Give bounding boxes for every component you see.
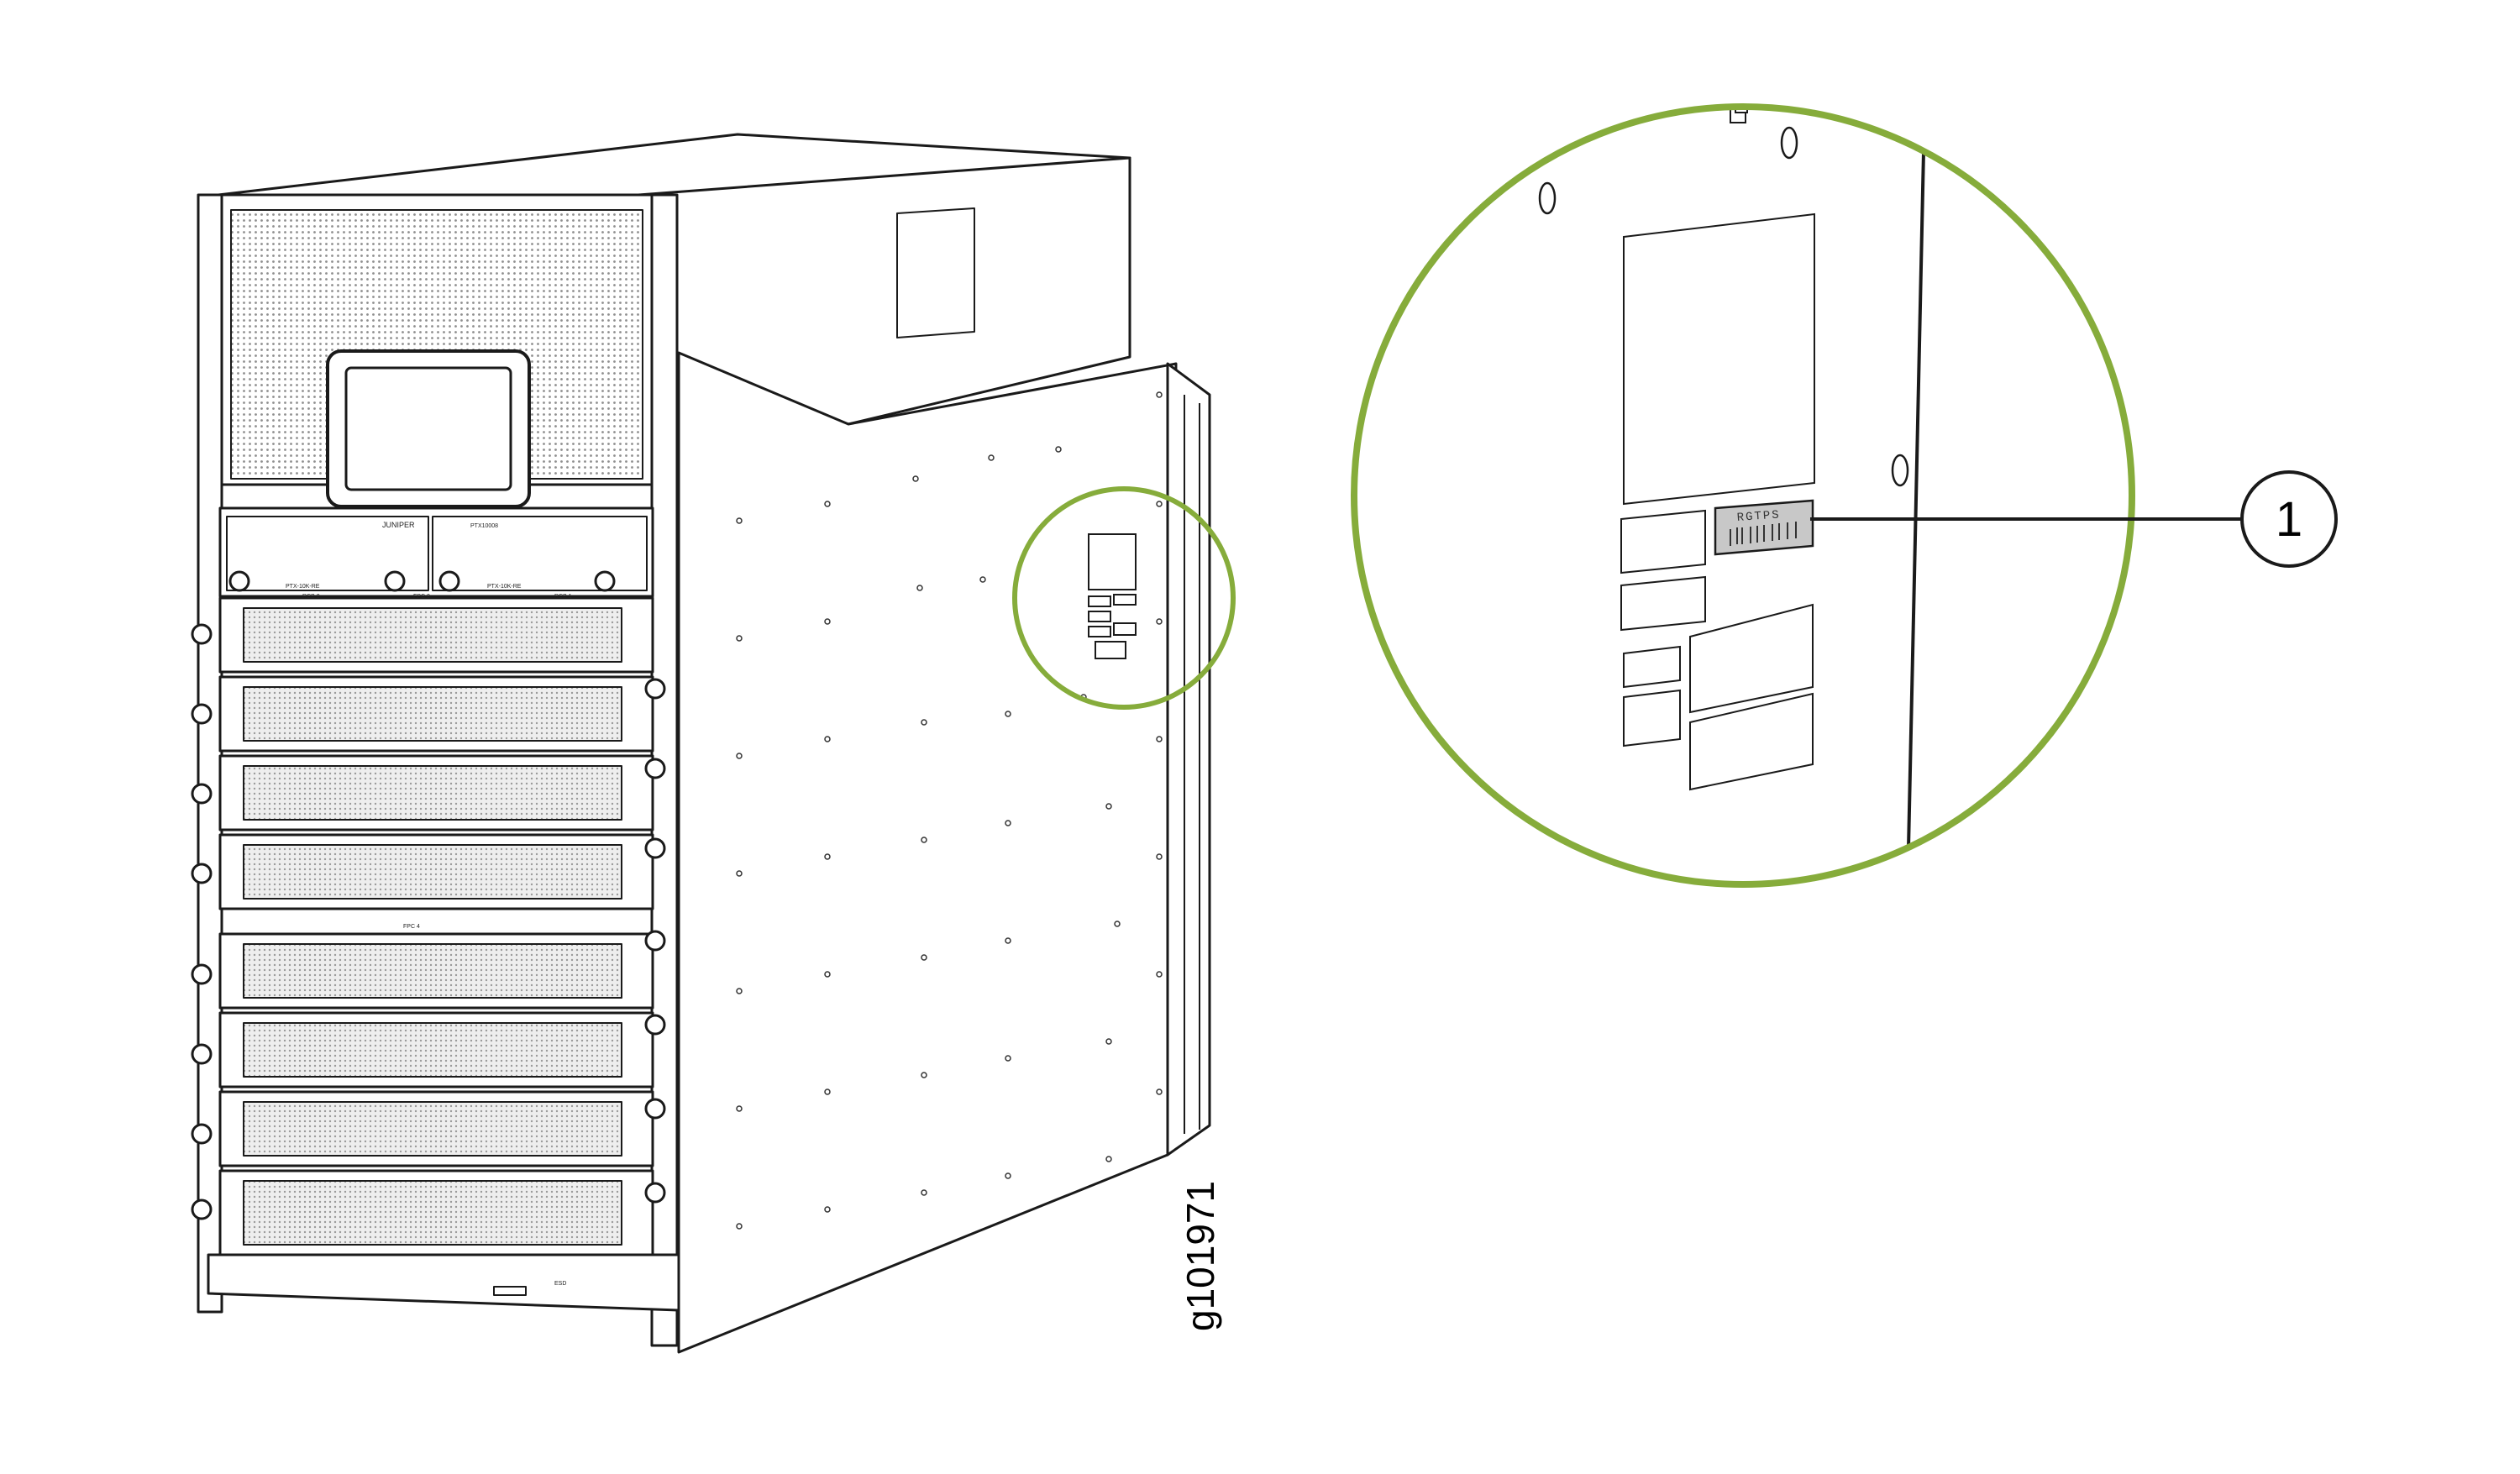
side-panel-label-group [1088, 533, 1137, 659]
screw-icon [191, 623, 213, 645]
rear-rail [1166, 362, 1211, 1157]
figure-id: g101971 [1179, 1181, 1222, 1331]
brand-logo: JUNIPER [382, 521, 415, 529]
thumbscrews [191, 570, 666, 1220]
screw-icon [191, 863, 213, 884]
small-label [1689, 692, 1814, 791]
screw-icon [644, 678, 666, 700]
screw-icon [228, 570, 250, 592]
center-slot-label: FPC 0 [413, 594, 430, 600]
side-panel-holes [736, 391, 1163, 1230]
screw-icon [191, 1043, 213, 1065]
line-card-slots [218, 596, 654, 1256]
callout-bubble [2240, 470, 2338, 568]
screw-icon [644, 1014, 666, 1036]
screw-icon [644, 930, 666, 952]
fpc-marker: FPC 4 [403, 924, 420, 930]
small-label [1623, 645, 1681, 689]
rcb-label: RCB 0 [302, 594, 320, 600]
chassis-bottom-bezel [207, 1253, 680, 1312]
screw-icon [191, 703, 213, 725]
router-chassis [197, 133, 1211, 1354]
rcb-label: RCB 1 [554, 594, 572, 600]
screw-icon [191, 1199, 213, 1220]
mount-hole [1780, 126, 1798, 160]
small-label [1623, 689, 1681, 747]
left-mounting-flange [197, 193, 223, 1314]
screw-icon [644, 758, 666, 779]
screw-icon [644, 1182, 666, 1204]
detail-source-ring [1012, 486, 1236, 710]
screw-icon [644, 837, 666, 859]
mount-hole [1538, 181, 1557, 215]
screw-icon [191, 963, 213, 985]
screw-icon [438, 570, 460, 592]
serial-number-text: RGTPS [1736, 508, 1781, 525]
craft-display-screen [344, 366, 512, 491]
zoom-detail: RGTPS [1351, 103, 2135, 888]
screw-icon [644, 1098, 666, 1120]
small-label [1620, 575, 1706, 632]
top-face-label [896, 207, 975, 338]
barcode-icon [1730, 522, 1797, 546]
screw-icon [191, 1123, 213, 1145]
display-model-label: PTX10008 [470, 523, 498, 529]
panel-edge [1907, 150, 1925, 849]
screw-icon [191, 783, 213, 805]
small-label [1689, 603, 1814, 714]
large-compliance-label [1623, 212, 1815, 506]
screw-icon [384, 570, 406, 592]
chassis-side-panel [677, 351, 1178, 1354]
mount-hole [1891, 454, 1909, 487]
control-module-label: PTX-10K-RE [286, 584, 320, 590]
screw-icon [594, 570, 616, 592]
esd-badge: ESD [554, 1281, 566, 1287]
zoom-detail-ring [1351, 103, 2135, 888]
small-label [1620, 509, 1706, 574]
callout-number: 1 [2276, 492, 2302, 547]
zoom-detail-background [1354, 107, 2132, 884]
control-module-label: PTX-10K-RE [487, 584, 522, 590]
